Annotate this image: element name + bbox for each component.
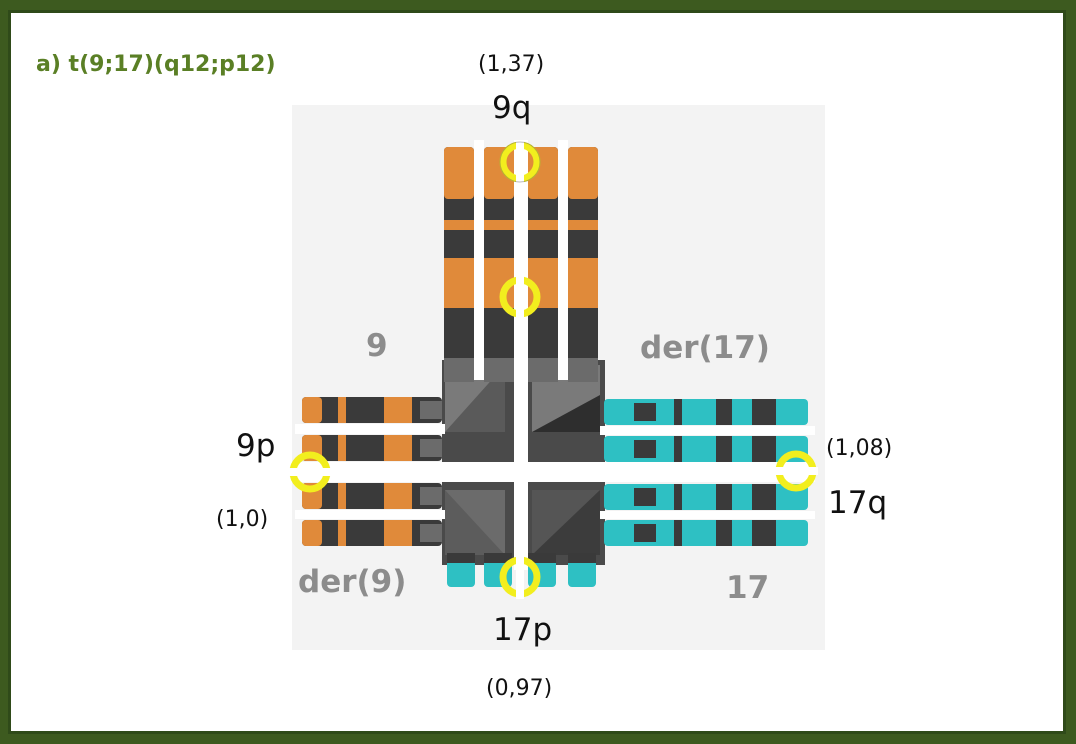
ratio-17q: (1,08)	[826, 436, 893, 461]
ratio-9p: (1,0)	[216, 507, 269, 532]
arm-label-17q: 17q	[828, 485, 888, 521]
chromosome-9-q-arm	[444, 147, 598, 382]
arm-label-9p: 9p	[236, 428, 276, 464]
junction-gaps	[295, 140, 815, 570]
label-der17: der(17)	[640, 330, 770, 366]
arm-label-9q: 9q	[492, 90, 532, 126]
ratio-17p: (0,97)	[486, 676, 553, 701]
probe-marker-17p	[499, 555, 541, 599]
chromosome-9-p-arm	[302, 397, 442, 546]
label-der9: der(9)	[298, 564, 407, 600]
arm-label-17p: 17p	[493, 612, 553, 648]
figure-title: a) t(9;17)(q12;p12)	[36, 52, 276, 77]
label-chromosome-17: 17	[726, 570, 770, 606]
chromosome-17-q-arm	[604, 399, 808, 546]
probe-marker-9p	[288, 451, 332, 493]
probe-marker-9q-mid	[499, 275, 541, 319]
label-chromosome-9: 9	[366, 328, 388, 364]
ratio-9q: (1,37)	[478, 52, 545, 77]
probe-marker-9q-top	[499, 140, 541, 184]
probe-marker-17q	[774, 450, 818, 492]
